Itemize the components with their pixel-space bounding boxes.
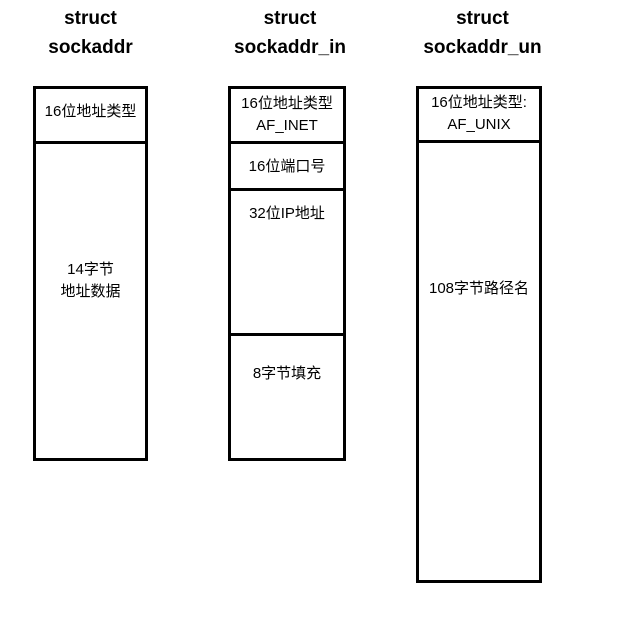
struct-title-line1: struct <box>263 8 317 29</box>
struct-title-sockaddr: struct sockaddr <box>13 4 168 62</box>
field-sockaddr-in-ip-address: 32位IP地址 <box>231 191 343 336</box>
field-sockaddr-un-address-family: 16位地址类型: AF_UNIX <box>419 89 539 143</box>
struct-box-sockaddr: 16位地址类型 14字节 地址数据 <box>33 86 148 461</box>
struct-title-sockaddr-in: struct sockaddr_in <box>205 4 375 62</box>
field-label-sockaddr-in-address-family: 16位地址类型 AF_INET <box>241 95 333 134</box>
struct-title-sockaddr-un: struct sockaddr_un <box>390 4 575 62</box>
field-sockaddr-in-padding: 8字节填充 <box>231 336 343 458</box>
field-sockaddr-un-path: 108字节路径名 <box>419 143 539 580</box>
field-label-sockaddr-address-family: 16位地址类型 <box>44 103 137 120</box>
struct-box-sockaddr-in: 16位地址类型 AF_INET 16位端口号 32位IP地址 8字节填充 <box>228 86 346 461</box>
struct-title-line2: sockaddr <box>48 37 133 58</box>
struct-title-line2: sockaddr_un <box>423 37 542 58</box>
field-label-sockaddr-in-ip-address: 32位IP地址 <box>249 205 325 222</box>
field-sockaddr-in-address-family: 16位地址类型 AF_INET <box>231 89 343 144</box>
field-label-sockaddr-in-padding: 8字节填充 <box>252 365 322 382</box>
field-label-sockaddr-un-path: 108字节路径名 <box>428 280 530 297</box>
field-label-sockaddr-in-port: 16位端口号 <box>248 158 326 175</box>
field-sockaddr-address-data: 14字节 地址数据 <box>36 144 145 458</box>
field-label-sockaddr-address-data: 14字节 地址数据 <box>60 261 121 300</box>
struct-box-sockaddr-un: 16位地址类型: AF_UNIX 108字节路径名 <box>416 86 542 583</box>
field-label-sockaddr-un-address-family: 16位地址类型: AF_UNIX <box>431 94 527 133</box>
struct-title-line1: struct <box>456 8 509 29</box>
struct-title-line1: struct <box>64 8 117 29</box>
struct-title-line2: sockaddr_in <box>234 37 346 58</box>
field-sockaddr-in-port: 16位端口号 <box>231 144 343 191</box>
field-sockaddr-address-family: 16位地址类型 <box>36 89 145 144</box>
